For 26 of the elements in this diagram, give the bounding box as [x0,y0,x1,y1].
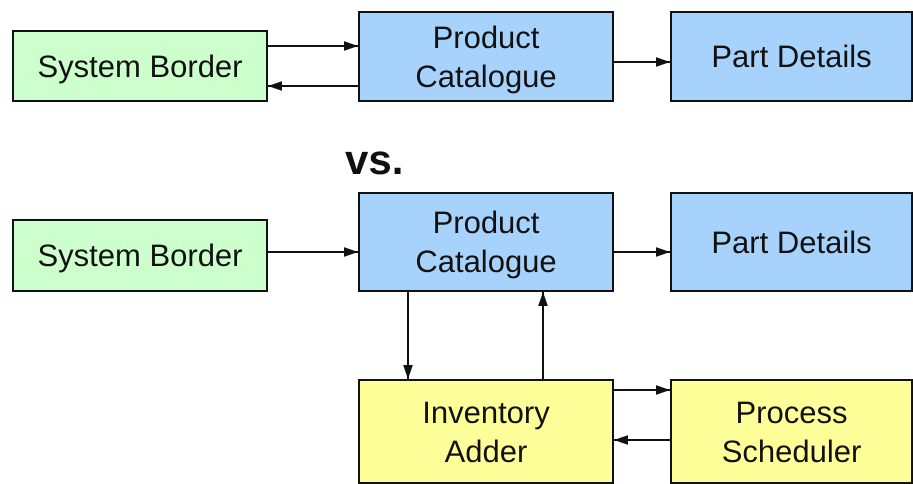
comparison-label: vs. [345,136,404,184]
box-label: System Border [36,48,244,86]
arrow [403,292,413,379]
arrow [268,41,358,51]
arrow [614,57,670,67]
arrow [538,292,548,379]
box-label: Part Details [710,224,873,262]
process-box [670,192,913,292]
process-box [670,11,913,102]
process-box [358,379,614,484]
box-label: Process Scheduler [720,394,862,470]
process-box [670,379,913,484]
box-label: Inventory Adder [421,394,551,470]
arrow [268,247,358,257]
process-box [12,30,268,102]
arrow [268,81,358,91]
process-box [358,11,614,102]
arrow [614,435,670,445]
box-label: Product Catalogue [414,204,558,281]
box-label: Part Details [710,38,873,76]
box-label: System Border [36,237,244,275]
arrow [614,247,670,257]
box-label: Product Catalogue [414,18,558,96]
process-box [12,219,268,292]
process-box [358,192,614,292]
arrow [614,385,670,395]
